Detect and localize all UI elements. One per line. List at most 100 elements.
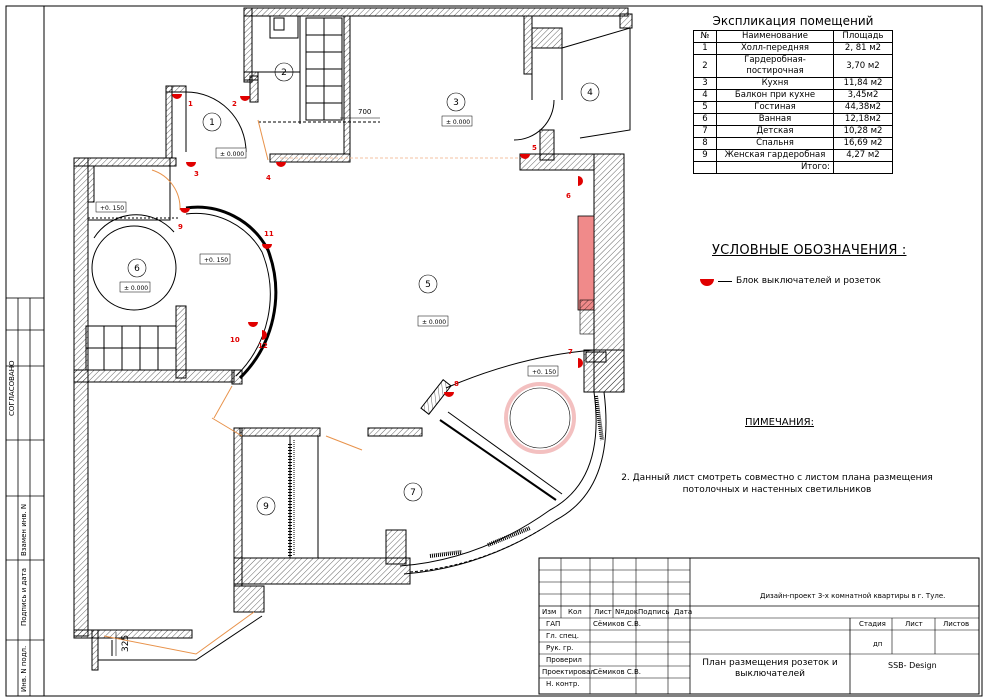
stamp-stage-header: Стадия bbox=[859, 620, 886, 628]
row-name: Детская bbox=[716, 125, 834, 138]
svg-text:± 0.000: ± 0.000 bbox=[124, 285, 148, 292]
svg-text:12: 12 bbox=[258, 342, 268, 350]
row-area: 44,38м2 bbox=[833, 101, 893, 114]
stamp-gap-name: Сёмиков С.В. bbox=[593, 620, 642, 628]
row-name: Женская гардеробная bbox=[716, 149, 834, 162]
total-empty bbox=[693, 161, 717, 174]
row-num: 4 bbox=[693, 89, 717, 102]
stamp-designer-name: Сёмиков С.В. bbox=[593, 668, 642, 676]
row-area: 3,45м2 bbox=[833, 89, 893, 102]
svg-text:325: 325 bbox=[121, 635, 131, 652]
stamp-role-lead: Рук. гр. bbox=[546, 644, 574, 652]
row-area: 3,70 м2 bbox=[833, 54, 893, 78]
row-name: Гардеробная-постирочная bbox=[716, 54, 834, 78]
svg-text:± 0.000: ± 0.000 bbox=[422, 319, 446, 326]
header-name: Наименование bbox=[716, 30, 834, 43]
notes-title: ПИМЕЧАНИЯ: bbox=[745, 417, 814, 428]
svg-text:2: 2 bbox=[281, 68, 287, 78]
row-num: 3 bbox=[693, 77, 717, 90]
legend-title: УСЛОВНЫЕ ОБОЗНАЧЕНИЯ : bbox=[712, 243, 907, 258]
row-area: 12,18м2 bbox=[833, 113, 893, 126]
svg-text:+0. 150: +0. 150 bbox=[100, 205, 124, 212]
svg-text:2: 2 bbox=[232, 100, 237, 108]
outlet-symbol-icon bbox=[700, 278, 714, 286]
row-num: 6 bbox=[693, 113, 717, 126]
svg-text:7: 7 bbox=[568, 348, 573, 356]
side-label-agreed: СОГЛАСОВАНО bbox=[8, 360, 16, 416]
stamp-company: SSB- Design bbox=[888, 661, 937, 670]
stamp-project: Дизайн-проект 3-х комнатной квартиры в г… bbox=[760, 592, 946, 600]
svg-text:3: 3 bbox=[453, 98, 459, 108]
level-marks: ± 0.000 ± 0.000 ± 0.000 ± 0.000 +0. 150 … bbox=[95, 115, 559, 377]
explication-header-row: № Наименование Площадь bbox=[693, 30, 893, 43]
svg-text:8: 8 bbox=[454, 380, 459, 388]
row-num: 1 bbox=[693, 42, 717, 55]
svg-text:9: 9 bbox=[263, 502, 269, 512]
svg-text:1: 1 bbox=[209, 118, 215, 128]
svg-text:11: 11 bbox=[264, 230, 274, 238]
title-block-lines bbox=[538, 557, 980, 695]
tile-strip bbox=[577, 215, 595, 311]
explication: Экспликация помещений № Наименование Пло… bbox=[693, 14, 893, 174]
svg-text:± 0.000: ± 0.000 bbox=[446, 119, 470, 126]
washer-symbol bbox=[269, 15, 299, 39]
row-num: 5 bbox=[693, 101, 717, 114]
row-name: Кухня bbox=[716, 77, 834, 90]
row-name: Холл-передняя bbox=[716, 42, 834, 55]
svg-text:1: 1 bbox=[188, 100, 193, 108]
svg-text:6: 6 bbox=[566, 192, 571, 200]
svg-text:+0. 150: +0. 150 bbox=[204, 257, 228, 264]
room-labels: 1 2 3 4 5 6 7 9 bbox=[127, 62, 600, 516]
stamp-sheet-title: План размещения розеток и выключателей bbox=[702, 658, 838, 679]
stamp-sheet-header: Лист bbox=[905, 620, 923, 628]
total-row: Итого: bbox=[693, 161, 893, 174]
leader-line bbox=[718, 280, 732, 282]
stamp-col-data: Дата bbox=[674, 608, 693, 616]
row-num: 7 bbox=[693, 125, 717, 138]
stamp-stage-value: дп bbox=[873, 640, 883, 648]
stamp-role-chief: Гл. спец. bbox=[546, 632, 579, 640]
svg-text:7: 7 bbox=[410, 488, 416, 498]
wardrobe-shelves-2 bbox=[85, 325, 177, 371]
side-stamp bbox=[5, 297, 45, 697]
svg-text:4: 4 bbox=[587, 88, 593, 98]
svg-text:10: 10 bbox=[230, 336, 240, 344]
total-value bbox=[833, 161, 893, 174]
outlet-markers: 1 2 3 4 5 6 7 8 9 10 11 12 bbox=[172, 94, 583, 397]
row-name: Спальня bbox=[716, 137, 834, 150]
stamp-role-norm: Н. контр. bbox=[546, 680, 580, 688]
stamp-col-list: Лист bbox=[594, 608, 612, 616]
stamp-col-izm: Изм bbox=[542, 608, 557, 616]
svg-text:9: 9 bbox=[178, 223, 183, 231]
stamp-role-designer: Проектировал bbox=[542, 668, 595, 676]
row-num: 2 bbox=[693, 54, 717, 78]
stamp-sheets-header: Листов bbox=[943, 620, 970, 628]
row-name: Ванная bbox=[716, 113, 834, 126]
svg-text:4: 4 bbox=[266, 174, 271, 182]
row-num: 8 bbox=[693, 137, 717, 150]
stamp-col-kol: Кол bbox=[568, 608, 582, 616]
svg-text:700: 700 bbox=[358, 108, 371, 116]
row-area: 11,84 м2 bbox=[833, 77, 893, 90]
row-num: 9 bbox=[693, 149, 717, 162]
explication-title: Экспликация помещений bbox=[712, 14, 874, 28]
header-area: Площадь bbox=[833, 30, 893, 43]
row-area: 10,28 м2 bbox=[833, 125, 893, 138]
legend-item: Блок выключателей и розеток bbox=[700, 276, 881, 286]
wardrobe-shelves bbox=[305, 17, 343, 121]
svg-text:5: 5 bbox=[425, 280, 431, 290]
stamp-role-checked: Проверил bbox=[546, 656, 582, 664]
row-name: Балкон при кухне bbox=[716, 89, 834, 102]
stamp-col-podpis: Подпись bbox=[638, 608, 670, 616]
dimension-700: 700 bbox=[340, 108, 380, 119]
